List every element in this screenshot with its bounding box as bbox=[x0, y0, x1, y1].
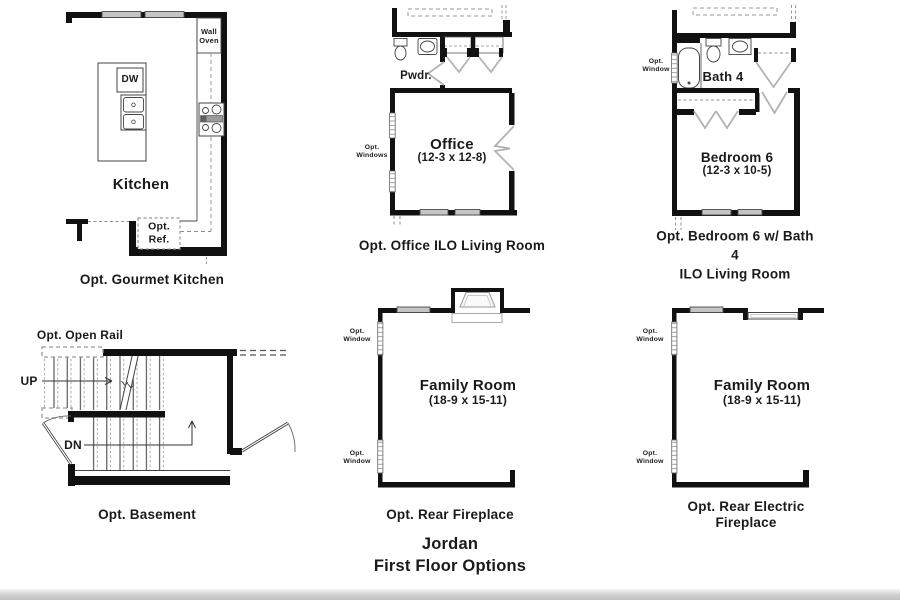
wall-oven-label: Wall Oven bbox=[199, 26, 219, 45]
door-swing bbox=[478, 56, 503, 74]
stairs bbox=[43, 349, 171, 470]
opt-window-label: Opt. Window bbox=[642, 57, 670, 73]
window-symbol bbox=[389, 112, 396, 193]
electric-fireplace-icon bbox=[743, 308, 803, 320]
toilet-icon bbox=[393, 38, 408, 61]
bedroom6-dims-label: (12-3 x 10-5) bbox=[702, 164, 772, 177]
toilet-icon bbox=[705, 38, 722, 63]
bath4-label: Bath 4 bbox=[702, 69, 744, 85]
door-swing bbox=[493, 125, 515, 150]
window-symbol bbox=[689, 306, 724, 313]
opt-window-label: Opt. Window bbox=[343, 449, 371, 465]
window-symbol bbox=[671, 52, 678, 84]
window-symbol bbox=[671, 321, 678, 474]
dishwasher-box bbox=[116, 67, 144, 93]
office-dims-label: (12-3 x 12-8) bbox=[417, 151, 487, 164]
door-swing bbox=[761, 91, 788, 115]
gourmet-kitchen-plan bbox=[66, 11, 227, 264]
open-rail-label: Opt. Open Rail bbox=[36, 327, 124, 342]
up-arrow bbox=[42, 377, 113, 385]
page-edge-shadow bbox=[0, 589, 900, 600]
family-room-dims-label: (18-9 x 15-11) bbox=[722, 392, 802, 407]
family-room-label: Family Room bbox=[713, 377, 811, 394]
opt-window-label: Opt. Window bbox=[636, 327, 664, 343]
opt-window-label: Opt. Window bbox=[343, 327, 371, 343]
door-swing bbox=[755, 61, 792, 89]
window-symbol bbox=[377, 321, 384, 474]
break-line bbox=[120, 352, 139, 410]
door-swing bbox=[493, 147, 515, 171]
door-swing bbox=[715, 110, 739, 130]
family-room-label: Family Room bbox=[419, 377, 517, 394]
fireplace-icon bbox=[451, 288, 504, 323]
kitchen-room-label: Kitchen bbox=[112, 176, 170, 193]
bedroom6-caption: Opt. Bedroom 6 w/ Bath 4 ILO Living Room bbox=[656, 228, 814, 282]
opt-window-label: Opt. Window bbox=[636, 449, 664, 465]
window-symbol bbox=[396, 306, 431, 313]
open-rail-symbol bbox=[41, 346, 104, 358]
window-symbol bbox=[101, 11, 185, 18]
opt-ref-box bbox=[137, 217, 181, 250]
dishwasher-label: DW bbox=[121, 74, 139, 85]
door-swing bbox=[446, 56, 471, 74]
open-rail-symbol bbox=[41, 407, 73, 419]
sink-icon bbox=[728, 38, 752, 55]
office-room-label: Office bbox=[430, 136, 474, 153]
kitchen-island bbox=[97, 62, 147, 162]
window-symbol bbox=[701, 209, 763, 216]
office-caption: Opt. Office ILO Living Room bbox=[358, 237, 546, 253]
sink-icon bbox=[120, 94, 147, 131]
door-swing bbox=[693, 110, 717, 130]
plan-subtitle: First Floor Options bbox=[373, 557, 527, 576]
powder-room-label: Pwdr. bbox=[400, 70, 432, 83]
down-arrow bbox=[84, 420, 196, 446]
bathtub-icon bbox=[678, 43, 702, 89]
door-swing bbox=[41, 415, 73, 465]
rear-electric-fireplace-plan bbox=[671, 306, 824, 488]
rear-fireplace-caption: Opt. Rear Fireplace bbox=[386, 506, 514, 522]
bedroom6-plan bbox=[671, 5, 800, 230]
bedroom6-room-label: Bedroom 6 bbox=[700, 149, 774, 165]
gourmet-kitchen-caption: Opt. Gourmet Kitchen bbox=[79, 271, 225, 287]
basement-plan bbox=[41, 346, 296, 486]
door-swing bbox=[241, 421, 296, 453]
sink-icon bbox=[417, 38, 438, 55]
opt-ref-label: Opt. Ref. bbox=[148, 220, 170, 245]
door-swing bbox=[426, 61, 445, 86]
up-label: UP bbox=[20, 373, 38, 388]
window-symbol bbox=[419, 209, 481, 216]
cooktop-icon bbox=[198, 102, 225, 137]
family-room-dims-label: (18-9 x 15-11) bbox=[428, 392, 508, 407]
rear-electric-fireplace-caption: Opt. Rear Electric Fireplace bbox=[687, 498, 805, 530]
office-plan bbox=[389, 5, 517, 227]
basement-caption: Opt. Basement bbox=[98, 506, 196, 522]
dn-label: DN bbox=[64, 437, 82, 452]
closet-opening bbox=[442, 36, 504, 74]
wall-oven-box bbox=[196, 17, 222, 54]
opt-windows-label: Opt. Windows bbox=[356, 143, 388, 159]
plan-title: Jordan bbox=[421, 535, 479, 554]
rear-fireplace-plan bbox=[377, 288, 530, 488]
